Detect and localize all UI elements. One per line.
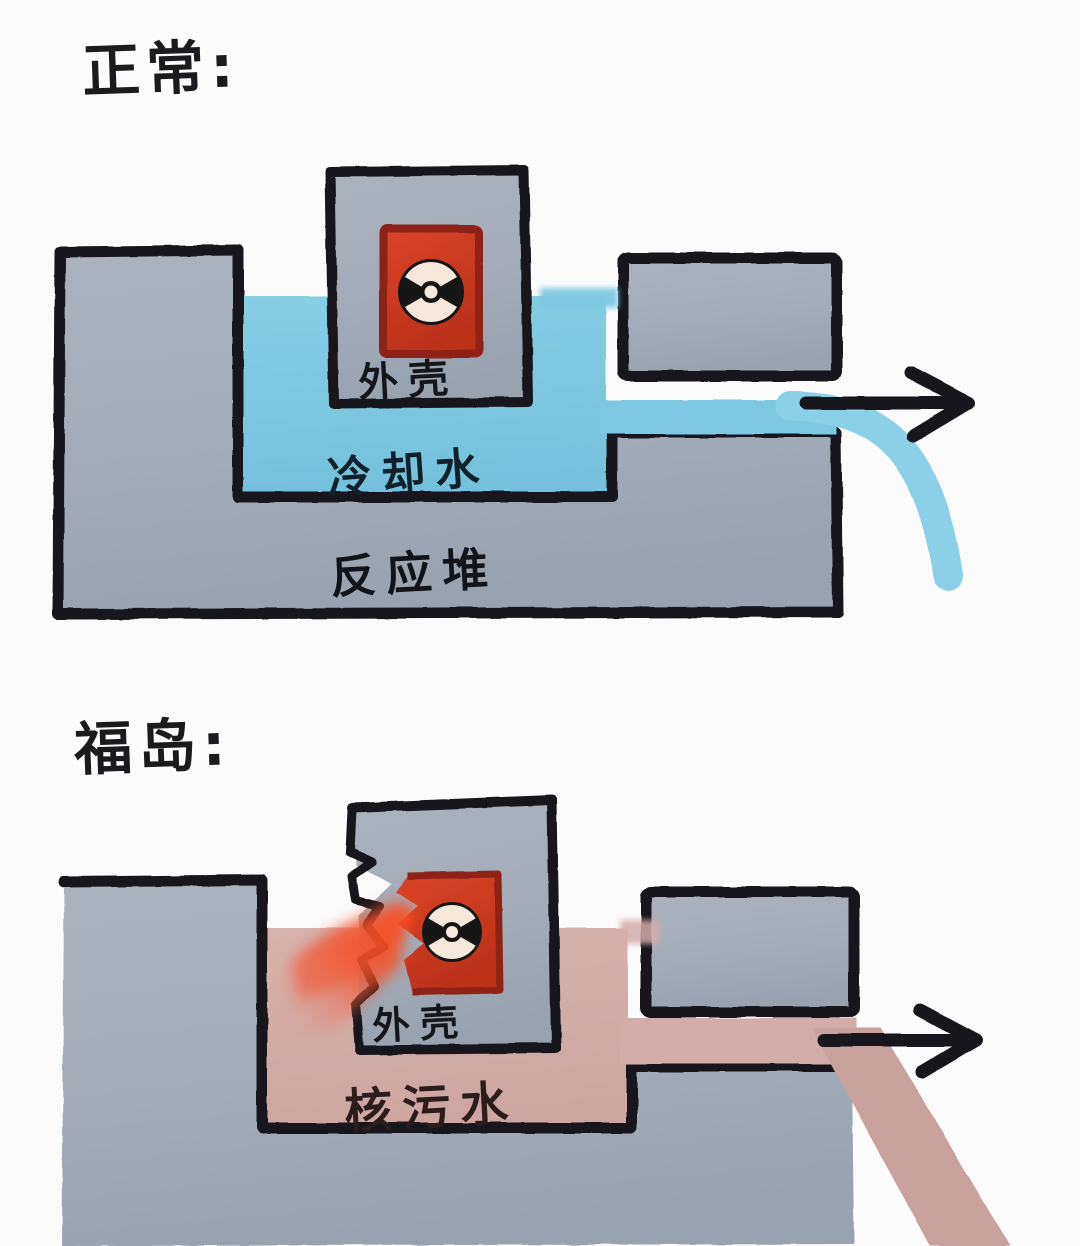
panel-normal [52, 165, 975, 620]
radiation-leak [268, 898, 412, 1046]
panel-label-fukushima: 福岛: [73, 710, 233, 784]
radiation-icon [422, 902, 482, 962]
arrow-right-icon [799, 366, 975, 443]
annotation-reactor: 反应堆 [328, 541, 500, 605]
reactor-building [58, 874, 858, 1246]
turbine-block [617, 252, 843, 382]
turbine-block [640, 886, 860, 1018]
contaminated-outflow [620, 920, 1010, 1246]
annotation-shell-normal: 外壳 [357, 355, 460, 407]
panel-fukushima [58, 795, 1010, 1246]
annotation-shell-fukushima: 外壳 [371, 999, 470, 1049]
panel-label-normal: 正常: [81, 32, 241, 106]
annotation-nuclear-wastewater: 核污水 [342, 1075, 520, 1141]
arrow-right-icon [817, 1003, 983, 1079]
annotation-coolant: 冷却水 [325, 442, 491, 505]
radiation-icon [398, 259, 464, 325]
